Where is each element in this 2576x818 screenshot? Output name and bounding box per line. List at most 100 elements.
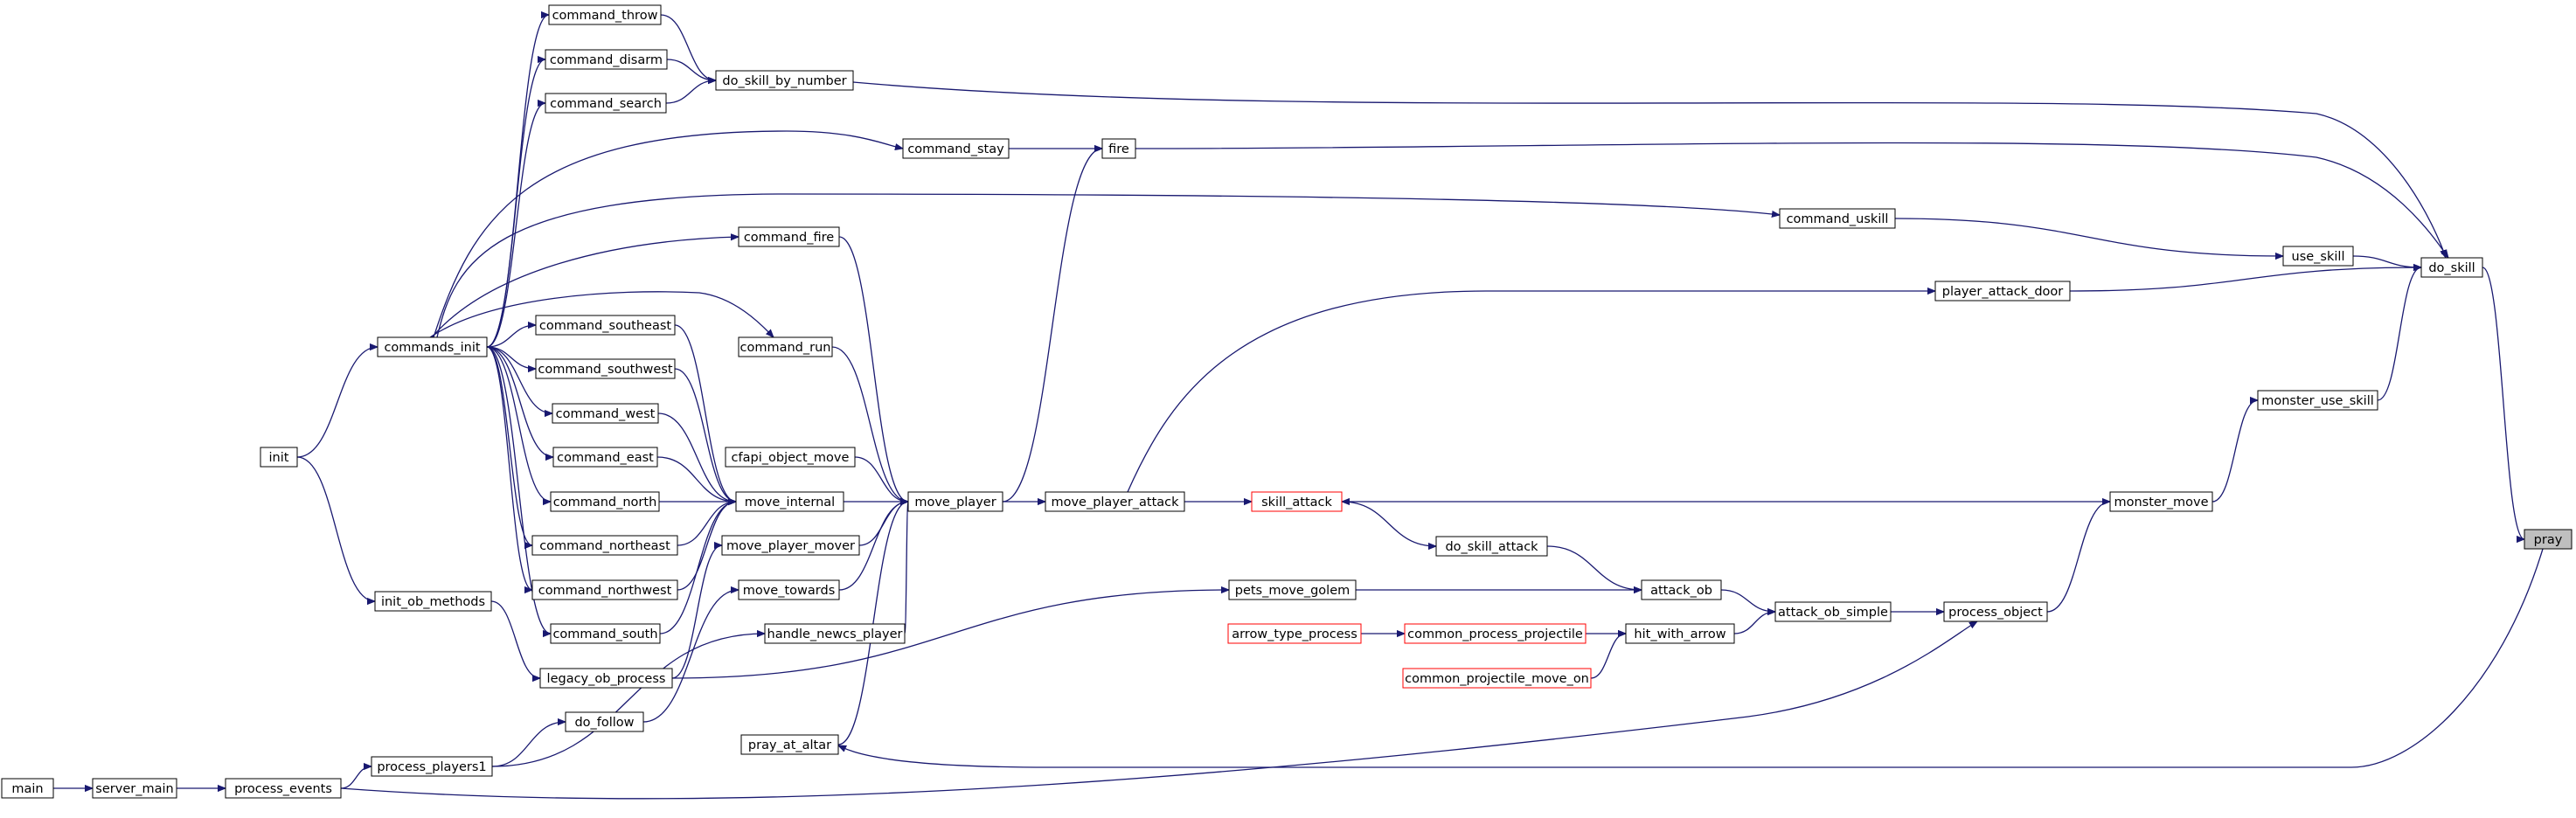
- edge-command_uskill-to-use_skill: [1894, 218, 2283, 256]
- edge-command_search-to-do_skill_by_number: [665, 80, 716, 104]
- node-label-common_process_projectile: common_process_projectile: [1407, 627, 1583, 641]
- node-pray_at_altar[interactable]: pray_at_altar: [740, 734, 839, 755]
- edges-layer: [52, 15, 2544, 800]
- node-label-command_fire: command_fire: [744, 231, 834, 245]
- edge-commands_init-to-command_fire: [431, 237, 739, 338]
- node-handle_newcs_player[interactable]: handle_newcs_player: [764, 623, 906, 644]
- node-use_skill[interactable]: use_skill: [2282, 246, 2354, 267]
- node-arrow_type_process[interactable]: arrow_type_process: [1227, 623, 1362, 644]
- node-label-common_projectile_move_on: common_projectile_move_on: [1405, 672, 1589, 686]
- node-server_main[interactable]: server_main: [92, 778, 177, 799]
- node-command_fire[interactable]: command_fire: [738, 226, 840, 247]
- node-do_skill_by_number[interactable]: do_skill_by_number: [715, 70, 854, 91]
- node-label-command_north: command_north: [553, 496, 657, 510]
- node-pets_move_golem[interactable]: pets_move_golem: [1228, 579, 1357, 600]
- node-command_east[interactable]: command_east: [552, 447, 658, 468]
- edge-attack_ob-to-attack_ob_simple: [1720, 589, 1775, 612]
- node-skill_attack[interactable]: skill_attack: [1251, 491, 1343, 512]
- node-command_southwest[interactable]: command_southwest: [535, 358, 676, 379]
- node-command_search[interactable]: command_search: [545, 93, 667, 114]
- node-box-init: [260, 447, 298, 468]
- edge-common_projectile_move_on-to-hit_with_arrow: [1590, 634, 1627, 679]
- node-label-command_northwest: command_northwest: [538, 584, 672, 598]
- node-common_process_projectile[interactable]: common_process_projectile: [1404, 623, 1587, 644]
- node-box-attack_ob: [1641, 579, 1722, 600]
- node-command_southeast[interactable]: command_southeast: [535, 315, 676, 336]
- node-command_throw[interactable]: command_throw: [548, 4, 662, 25]
- node-box-handle_newcs_player: [764, 623, 906, 644]
- node-box-do_follow: [565, 711, 644, 732]
- node-move_internal[interactable]: move_internal: [735, 491, 844, 512]
- node-label-pets_move_golem: pets_move_golem: [1235, 584, 1350, 598]
- node-common_projectile_move_on[interactable]: common_projectile_move_on: [1402, 668, 1592, 689]
- node-command_northeast[interactable]: command_northeast: [531, 535, 678, 556]
- node-cfapi_object_move[interactable]: cfapi_object_move: [725, 447, 856, 468]
- node-pray[interactable]: pray: [2524, 529, 2573, 550]
- node-process_object[interactable]: process_object: [1943, 601, 2048, 622]
- node-move_player_mover[interactable]: move_player_mover: [721, 535, 860, 556]
- edge-move_player_attack-to-player_attack_door: [1127, 291, 1935, 493]
- node-process_players1[interactable]: process_players1: [371, 756, 493, 777]
- node-box-common_process_projectile: [1404, 623, 1587, 644]
- node-player_attack_door[interactable]: player_attack_door: [1934, 281, 2071, 302]
- node-move_player_attack[interactable]: move_player_attack: [1045, 491, 1185, 512]
- node-command_south[interactable]: command_south: [550, 623, 661, 644]
- node-label-command_northeast: command_northeast: [539, 539, 670, 553]
- node-label-legacy_ob_process: legacy_ob_process: [547, 672, 666, 686]
- node-box-move_internal: [735, 491, 844, 512]
- node-process_events[interactable]: process_events: [225, 778, 342, 799]
- node-label-command_disarm: command_disarm: [550, 53, 663, 67]
- node-box-cfapi_object_move: [725, 447, 856, 468]
- node-box-move_player_mover: [721, 535, 860, 556]
- node-attack_ob[interactable]: attack_ob: [1641, 579, 1722, 600]
- edge-fire-to-do_skill: [1135, 142, 2448, 258]
- node-box-skill_attack: [1251, 491, 1343, 512]
- node-main[interactable]: main: [1, 778, 54, 799]
- node-label-move_player: move_player: [914, 496, 996, 510]
- edge-command_northeast-to-move_internal: [677, 502, 736, 546]
- edge-command_southwest-to-move_internal: [674, 368, 737, 502]
- node-command_northwest[interactable]: command_northwest: [531, 579, 678, 600]
- edge-commands_init-to-command_south: [486, 346, 552, 634]
- node-box-legacy_ob_process: [539, 668, 673, 689]
- node-init[interactable]: init: [260, 447, 298, 468]
- node-do_skill_attack[interactable]: do_skill_attack: [1435, 536, 1548, 557]
- node-command_uskill[interactable]: command_uskill: [1779, 208, 1896, 229]
- node-move_player[interactable]: move_player: [907, 491, 1003, 512]
- node-box-command_disarm: [545, 49, 668, 70]
- node-monster_use_skill[interactable]: monster_use_skill: [2257, 390, 2378, 411]
- node-command_stay[interactable]: command_stay: [902, 138, 1010, 159]
- node-box-monster_use_skill: [2257, 390, 2378, 411]
- node-command_disarm[interactable]: command_disarm: [545, 49, 668, 70]
- node-label-attack_ob: attack_ob: [1650, 584, 1712, 598]
- node-box-command_throw: [548, 4, 662, 25]
- node-label-command_west: command_west: [556, 407, 656, 421]
- node-attack_ob_simple[interactable]: attack_ob_simple: [1774, 601, 1892, 622]
- node-box-do_skill_by_number: [715, 70, 854, 91]
- node-command_run[interactable]: command_run: [738, 336, 833, 357]
- node-monster_move[interactable]: monster_move: [2109, 491, 2213, 512]
- node-move_towards[interactable]: move_towards: [738, 579, 840, 600]
- node-commands_init[interactable]: commands_init: [377, 336, 488, 357]
- node-init_ob_methods[interactable]: init_ob_methods: [374, 591, 492, 612]
- node-box-pray_at_altar: [740, 734, 839, 755]
- node-box-player_attack_door: [1934, 281, 2071, 302]
- node-do_skill[interactable]: do_skill: [2420, 257, 2483, 278]
- node-box-move_towards: [738, 579, 840, 600]
- node-command_north[interactable]: command_north: [550, 491, 660, 512]
- node-hit_with_arrow[interactable]: hit_with_arrow: [1625, 623, 1735, 644]
- node-fire[interactable]: fire: [1101, 138, 1136, 159]
- edge-command_southeast-to-move_internal: [674, 324, 737, 502]
- edge-do_follow-to-move_towards: [642, 590, 739, 723]
- edge-use_skill-to-do_skill: [2352, 255, 2421, 267]
- node-box-command_fire: [738, 226, 840, 247]
- node-label-command_southwest: command_southwest: [538, 363, 672, 377]
- node-label-hit_with_arrow: hit_with_arrow: [1634, 627, 1725, 641]
- node-label-command_stay: command_stay: [907, 142, 1004, 156]
- node-legacy_ob_process[interactable]: legacy_ob_process: [539, 668, 673, 689]
- node-label-command_throw: command_throw: [552, 9, 658, 23]
- node-do_follow[interactable]: do_follow: [565, 711, 644, 732]
- edge-commands_init-to-command_stay: [433, 130, 903, 338]
- node-box-server_main: [92, 778, 177, 799]
- node-command_west[interactable]: command_west: [552, 403, 659, 424]
